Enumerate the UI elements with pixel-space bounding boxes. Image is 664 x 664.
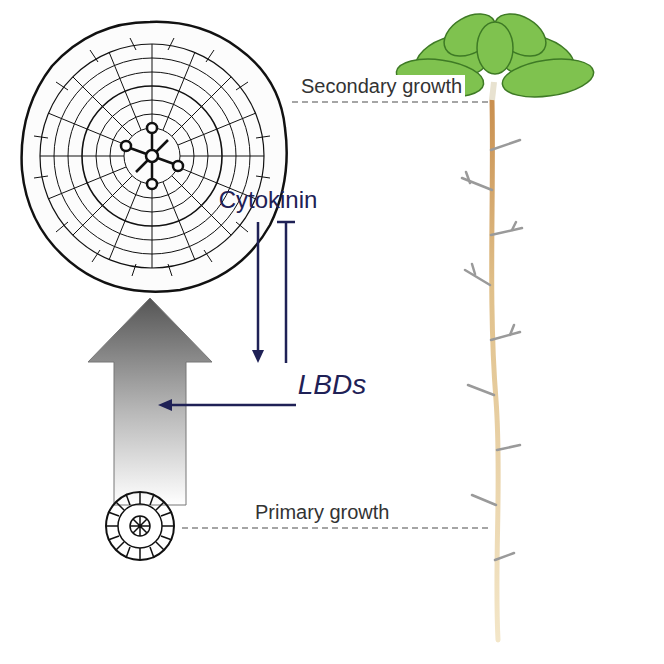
primary-section: [106, 492, 174, 560]
inhibition-connector: [277, 222, 295, 363]
plant: [394, 5, 596, 640]
growth-arrow: [88, 298, 212, 505]
pointer-head: [158, 399, 172, 411]
node-text: LBDs: [298, 369, 366, 401]
node-text: Cytokinin: [219, 186, 318, 214]
hormone-label: Cytokinin: [215, 184, 322, 216]
pointer-line: [170, 404, 296, 407]
guide-line: [292, 101, 490, 103]
secondary-section: [22, 22, 287, 292]
stage-label: Secondary growth: [298, 75, 465, 98]
gene-label: LBDs: [294, 367, 370, 403]
guide-line: [182, 527, 492, 529]
stage-label: Primary growth: [252, 501, 392, 524]
activation-connector: [252, 222, 264, 363]
